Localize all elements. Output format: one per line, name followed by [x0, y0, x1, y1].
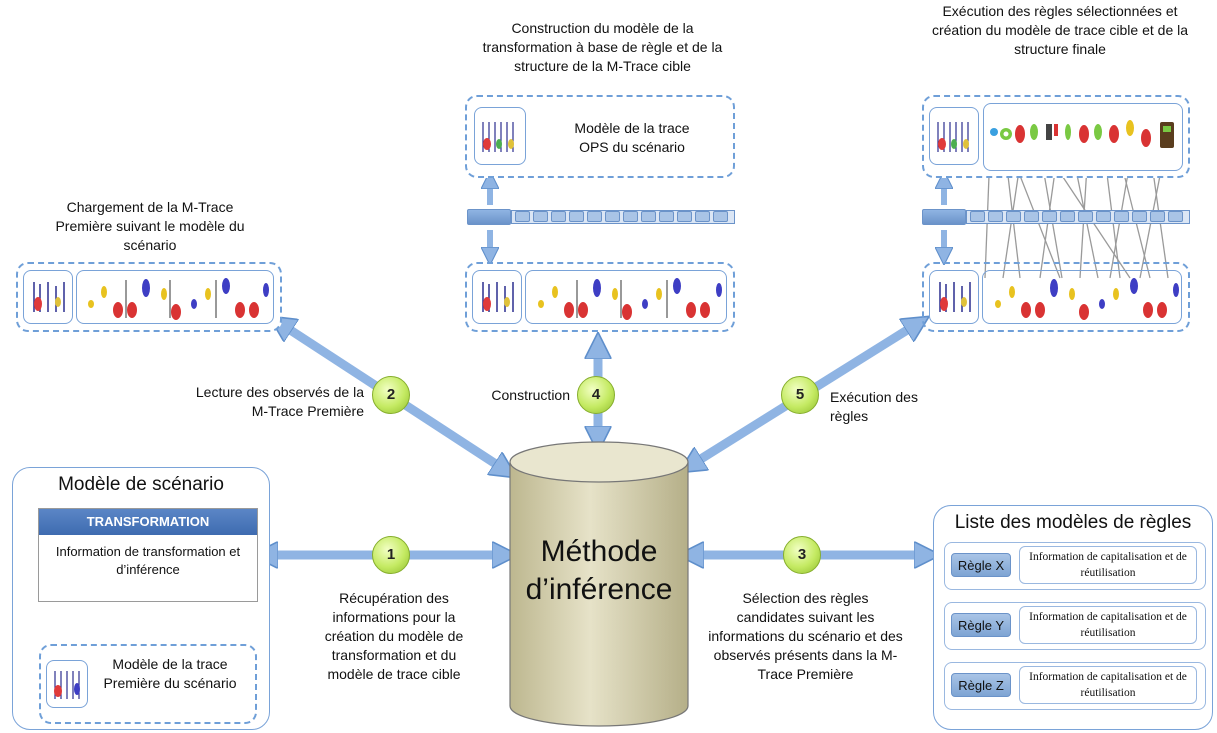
track-cell [569, 211, 584, 222]
track-cell [515, 211, 530, 222]
construction-track [467, 209, 735, 225]
step-badge-4: 4 [577, 376, 615, 414]
trace-observed-icons [939, 278, 1179, 320]
track-cell [1168, 211, 1183, 222]
track-cell [1078, 211, 1093, 222]
caption-chargement: Chargement de la M-Trace Première suivan… [55, 199, 245, 253]
target-rule-icons [990, 120, 1174, 148]
trace-observed-strip [982, 270, 1182, 324]
track-cell [695, 211, 710, 222]
execution-track [922, 209, 1190, 225]
step-4-caption: Construction [491, 387, 570, 403]
target-thumbnail-icon [937, 122, 969, 152]
rules-panel: Liste des modèles de règles Règle X Info… [933, 505, 1213, 730]
trace-observed-icons [33, 278, 269, 320]
rule-label-z: Règle Z [951, 673, 1011, 697]
track-cell [677, 211, 692, 222]
track-head [922, 209, 966, 225]
track-cell [1024, 211, 1039, 222]
ops-model-line-2: OPS du scénario [579, 139, 685, 155]
scenario-trace-model-label: Modèle de la trace Première du scénario [103, 656, 237, 691]
track-cell [988, 211, 1003, 222]
trace-box-chargement [16, 262, 282, 332]
scenario-panel: Modèle de scénario TRANSFORMATION Inform… [12, 467, 270, 730]
rule-info-y: Information de capitalisation et de réut… [1019, 606, 1197, 644]
rule-label-x: Règle X [951, 553, 1011, 577]
track-cell [1150, 211, 1165, 222]
ops-thumbnail [474, 107, 526, 165]
inference-line-1: Méthode [540, 535, 658, 568]
step-5-caption: Exécution des règles [830, 389, 918, 424]
caption-construction: Construction du modèle de la transformat… [482, 20, 723, 74]
target-model-box [922, 95, 1190, 178]
track-cell [1042, 211, 1057, 222]
track-cell [623, 211, 638, 222]
step-badge-1: 1 [372, 536, 410, 574]
rule-item-y[interactable]: Règle Y Information de capitalisation et… [944, 602, 1206, 650]
transformation-body: Information de transformation et d’infér… [55, 544, 241, 577]
track-cell [641, 211, 656, 222]
track-cell [551, 211, 566, 222]
scenario-panel-title: Modèle de scénario [58, 474, 224, 495]
track-head [467, 209, 511, 225]
caption-execution: Exécution des règles sélectionnées et cr… [931, 3, 1189, 57]
trace-model-ops-box: Modèle de la trace OPS du scénario [465, 95, 735, 178]
step-badge-3: 3 [783, 536, 821, 574]
rule-label-y: Règle Y [951, 613, 1011, 637]
inference-cylinder [509, 441, 689, 727]
trace-box-construction [465, 262, 735, 332]
track-cell [533, 211, 548, 222]
scenario-trace-thumbnail [46, 660, 88, 708]
track-cell [1132, 211, 1147, 222]
step-badge-2: 2 [372, 376, 410, 414]
track-cell [1006, 211, 1021, 222]
ops-thumbnail-icon [482, 122, 514, 152]
inference-line-2: d’inférence [525, 573, 673, 606]
track-cell [1114, 211, 1129, 222]
step-1-caption: Récupération des informations pour la cr… [324, 590, 464, 682]
track-cell [970, 211, 985, 222]
track-cell [1096, 211, 1111, 222]
scenario-trace-thumbnail-icon [54, 671, 80, 699]
rule-item-x[interactable]: Règle X Information de capitalisation et… [944, 542, 1206, 590]
ops-model-label: Modèle de la trace OPS du scénario [537, 119, 727, 157]
scenario-trace-model-box: Modèle de la trace Première du scénario [39, 644, 257, 724]
transformation-box: TRANSFORMATION Information de transforma… [38, 508, 258, 602]
step-3-caption: Sélection des règles candidates suivant … [708, 590, 903, 682]
track-cell [1060, 211, 1075, 222]
track-cell [587, 211, 602, 222]
rule-item-z[interactable]: Règle Z Information de capitalisation et… [944, 662, 1206, 710]
rules-panel-title: Liste des modèles de règles [954, 512, 1192, 533]
rule-info-x: Information de capitalisation et de réut… [1019, 546, 1197, 584]
track-cell [659, 211, 674, 222]
track-cell [713, 211, 728, 222]
step-badge-5: 5 [781, 376, 819, 414]
ops-model-line-1: Modèle de la trace [574, 120, 690, 136]
target-rule-icons-strip [983, 103, 1183, 171]
track-cell [605, 211, 620, 222]
step-2-caption: Lecture des observés de la M-Trace Premi… [195, 384, 364, 419]
rule-info-z: Information de capitalisation et de réut… [1019, 666, 1197, 704]
inference-method-label: Méthode d’inférence [506, 533, 692, 609]
trace-observed-icons [482, 278, 722, 320]
target-thumbnail [929, 107, 979, 165]
trace-box-execution [922, 262, 1190, 332]
transformation-header: TRANSFORMATION [39, 509, 257, 535]
